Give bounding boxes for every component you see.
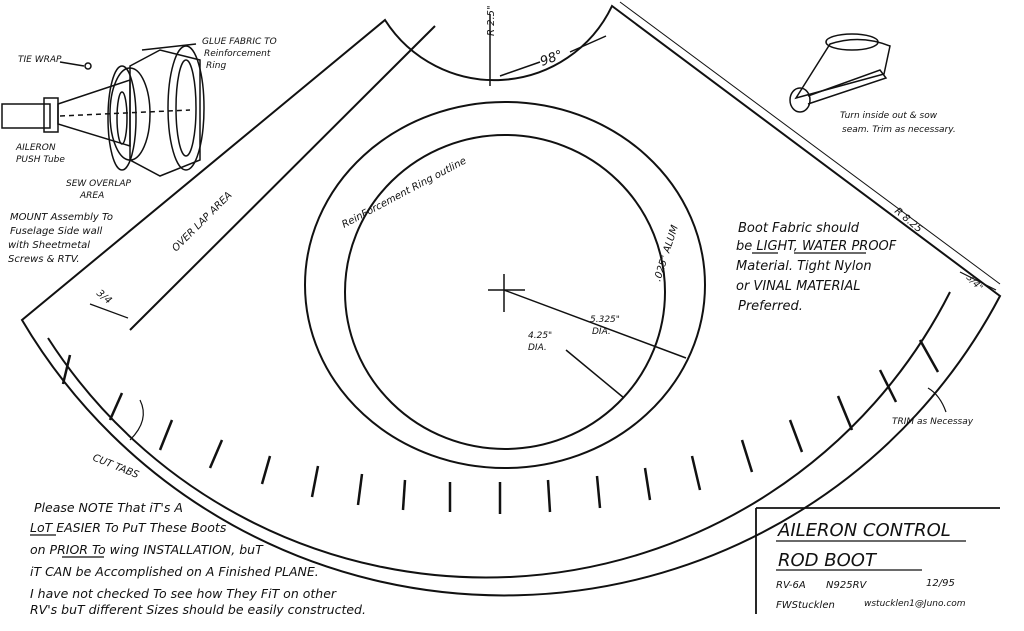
overlap-line [129,25,436,331]
aircraft-model: RV-6A [776,580,806,591]
glue-fabric-label: GLUE FABRIC TO Reinforcement Ring [202,37,280,71]
sewn-cone-sketch [789,33,891,113]
push-tube-label: AILERON PUSH Tube [15,143,65,165]
reinforcement-ring-outer [304,101,706,469]
ring-outline-label: ReinForcement Ring outline [340,156,468,231]
pattern-outer-edge [20,4,1002,597]
angle-label: 98° [538,48,565,70]
overlap-area-label: OVER LAP AREA [170,190,234,254]
author-email: wstucklen1@Juno.com [864,599,966,609]
overlap-width-right: 3/4" [964,273,984,293]
inner-radius-label: R 2.5" [486,5,497,36]
title-line-1: AILERON CONTROL [777,520,951,541]
outer-dia-label: 5.325" DIA. [590,315,623,337]
cut-tab-dividers [61,339,940,514]
cut-tabs-label: CUT TABS [91,453,141,482]
overlap-width-left: 3/4 [94,288,113,307]
outer-radius-label: R 8.25 [892,206,924,235]
sew-overlap-label: SEW OVERLAP AREA [66,179,134,201]
inner-dia-label: 4.25" DIA. [528,331,555,353]
title-block [755,507,1000,614]
fabric-note: Boot Fabric should be LIGHT, WATER PROOF… [736,221,900,314]
ring-material-label: .025" ALUM [652,224,681,283]
tie-wrap-label: TIE WRAP [18,55,62,65]
installation-note: Please NOTE That iT's A LoT EASIER To Pu… [30,500,366,617]
reinforcement-ring-inner [344,134,666,450]
assembly-sketch [1,43,205,177]
sew-seam-note: Turn inside out & sow seam. Trim as nece… [840,111,956,135]
dia-leader-outer [503,289,687,359]
mount-note: MOUNT Assembly To Fuselage Side wall wit… [8,212,116,265]
tail-number: N925RV [826,580,868,591]
title-line-2: ROD BOOT [778,550,878,571]
dia-leader-inner [565,349,625,399]
trim-label: TRIM as Necessay [892,417,974,427]
author-name: FWStucklen [776,600,835,611]
boot-pattern [20,1,1002,597]
drawing-date: 12/95 [926,578,955,589]
